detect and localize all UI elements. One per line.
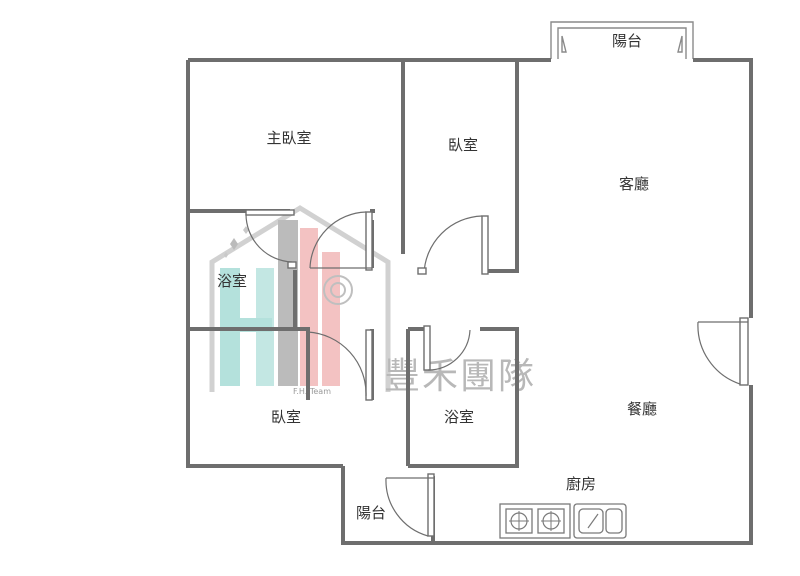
door-bedroom-lower	[307, 329, 373, 401]
label-bathroom-lower: 浴室	[444, 408, 474, 426]
stove-icon	[499, 503, 571, 539]
sink-icon	[573, 503, 627, 539]
door-living-right	[697, 317, 749, 386]
label-bedroom-lower: 臥室	[271, 408, 301, 426]
door-master-bedroom	[309, 211, 373, 271]
label-bathroom-left: 浴室	[217, 272, 247, 290]
label-balcony-top: 陽台	[612, 32, 642, 50]
label-balcony-bottom: 陽台	[356, 504, 386, 522]
balcony-top-structure	[550, 21, 694, 59]
label-dining-room: 餐廳	[627, 400, 657, 418]
label-living-room: 客廳	[619, 175, 649, 193]
room-labels: 陽台 主臥室 臥室 客廳 浴室 臥室 浴室 餐廳 廚房 陽台	[217, 32, 657, 522]
door-bathroom-lower	[423, 325, 471, 371]
watermark-subtitle: F.H. Team	[293, 387, 331, 396]
label-master-bedroom: 主臥室	[266, 129, 311, 147]
watermark-logo	[209, 205, 391, 392]
kitchen-fixtures	[499, 503, 627, 539]
door-bathroom-left	[245, 209, 297, 269]
label-bedroom-middle: 臥室	[448, 136, 478, 154]
doors	[245, 209, 749, 537]
label-kitchen: 廚房	[566, 475, 596, 493]
door-bedroom-middle	[417, 215, 489, 275]
door-balcony-bottom	[385, 473, 435, 537]
